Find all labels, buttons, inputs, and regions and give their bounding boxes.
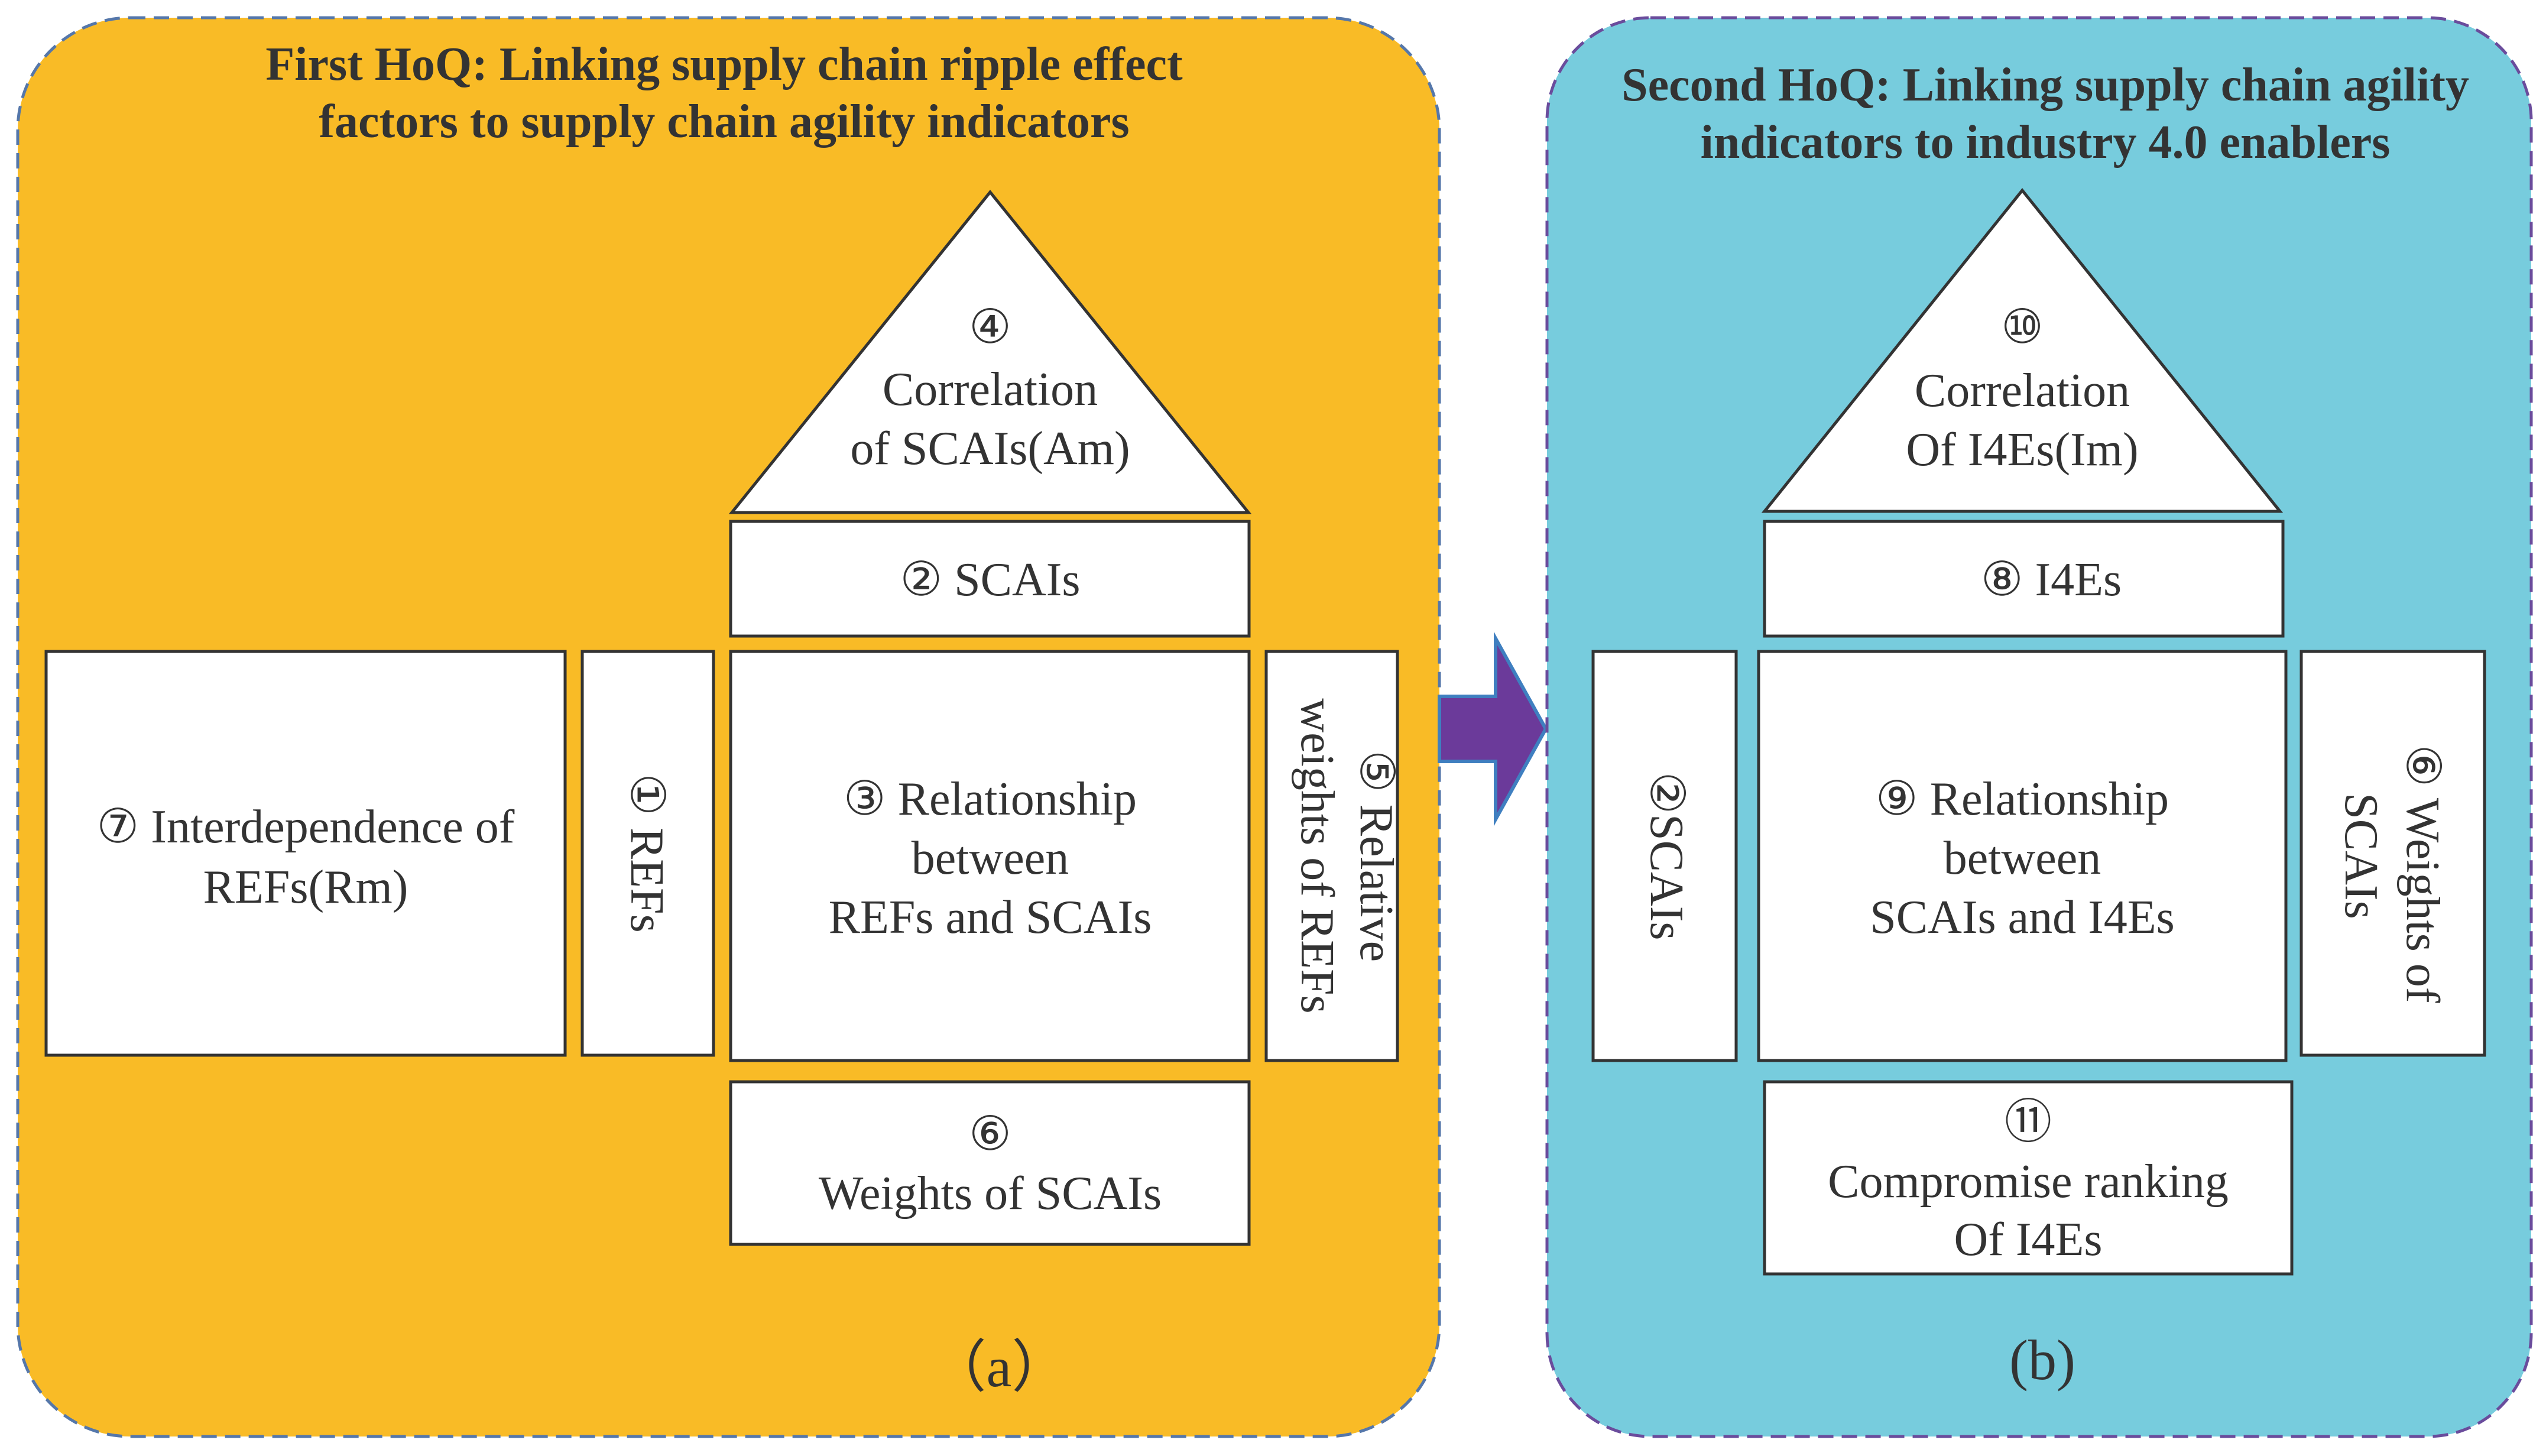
second-hoq-relationship-line3: SCAIs and I4Es (1870, 891, 2175, 943)
first-hoq-relative-weights-line2: weights of REFs (1291, 698, 1343, 1013)
second-hoq-weights-line1: ⑥ Weights of (2396, 744, 2448, 1003)
first-hoq-relationship-line2: between (912, 832, 1069, 884)
second-hoq-relationship-box (1757, 650, 2288, 1062)
second-hoq-roof-label-line1: Correlation (1915, 365, 2130, 417)
first-hoq-roof-label-line1: Correlation (883, 364, 1098, 416)
first-hoq-weights-label: Weights of SCAIs (819, 1168, 1162, 1220)
first-hoq-interdependence-box (44, 650, 567, 1057)
second-hoq-title-line1: Second HoQ: Linking supply chain agility (1621, 59, 2469, 111)
flow-arrow (1438, 631, 1548, 826)
second-hoq-roof-triangle (1761, 188, 2284, 513)
second-hoq-weights-line2: SCAIs (2335, 793, 2387, 919)
first-hoq-interdependence-line1: ⑦ Interdependence of (97, 801, 515, 853)
first-hoq-roof-number: ④ (969, 301, 1011, 354)
second-hoq-panel: Second HoQ: Linking supply chain agility… (1545, 16, 2533, 1438)
first-hoq-scais-box (729, 520, 1251, 638)
first-hoq-weights-box (729, 1080, 1251, 1246)
second-hoq-roof-number: ⑩ (2001, 301, 2044, 354)
second-hoq-ranking-number: ⑪ (2005, 1097, 2052, 1149)
first-hoq-relationship-line3: REFs and SCAIs (829, 891, 1152, 943)
first-hoq-relative-weights-box (1264, 650, 1399, 1062)
first-hoq-scais-label: ② SCAIs (900, 554, 1080, 606)
first-hoq-panel: First HoQ: Linking supply chain ripple e… (16, 16, 1441, 1438)
second-hoq-scais-box (1591, 650, 1738, 1062)
first-hoq-weights-number: ⑥ (969, 1108, 1011, 1160)
first-hoq-interdependence-line2: REFs(Rm) (203, 861, 408, 913)
first-hoq-roof-label-line2: of SCAIs(Am) (850, 423, 1130, 475)
first-hoq-roof-triangle (728, 190, 1252, 514)
second-hoq-i4es-box (1763, 520, 2285, 638)
second-hoq-i4es-label: ⑧ I4Es (1981, 554, 2122, 606)
second-hoq-ranking-line2: Of I4Es (1954, 1214, 2102, 1266)
second-hoq-ranking-line1: Compromise ranking (1828, 1156, 2229, 1208)
second-hoq-weights-box (2299, 650, 2486, 1057)
second-hoq-scais-label: ②SCAIs (1640, 771, 1692, 940)
first-hoq-relationship-box (729, 650, 1251, 1062)
first-hoq-caption: （a） (930, 1335, 1069, 1399)
first-hoq-relationship-line1: ③ Relationship (844, 773, 1137, 825)
first-hoq-title-line2: factors to supply chain agility indicato… (319, 96, 1129, 148)
first-hoq-relative-weights-line1: ⑤ Relative (1350, 750, 1402, 962)
second-hoq-caption: (b) (2009, 1328, 2075, 1392)
first-hoq-refs-box (580, 650, 715, 1057)
second-hoq-ranking-box (1763, 1080, 2294, 1276)
first-hoq-title-line1: First HoQ: Linking supply chain ripple e… (265, 38, 1183, 90)
second-hoq-relationship-line2: between (1944, 832, 2101, 884)
second-hoq-roof-label-line2: Of I4Es(Im) (1906, 424, 2138, 476)
second-hoq-relationship-line1: ⑨ Relationship (1876, 773, 2169, 825)
first-hoq-refs-label: ① REFs (621, 773, 673, 933)
second-hoq-title-line2: indicators to industry 4.0 enablers (1701, 116, 2391, 168)
